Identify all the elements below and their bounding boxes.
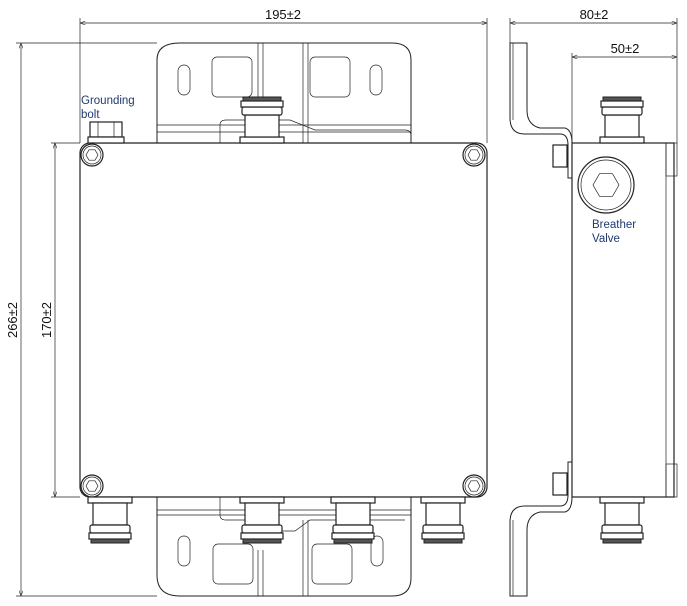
bottom-mounting-bracket (156, 497, 412, 597)
cutout (211, 56, 253, 98)
slot-hole (369, 64, 383, 96)
top-mounting-bracket (156, 42, 412, 143)
bottom-connector-icon (330, 496, 376, 544)
dim-total-height: 266±2 (5, 302, 20, 338)
side-top-connector-icon (599, 96, 645, 144)
side-bottom-connector-icon (599, 496, 645, 544)
grounding-label-line2: bolt (81, 109, 100, 121)
bottom-connector-icon (420, 496, 466, 544)
side-bolt-icon (552, 144, 568, 168)
corner-bolt-icon (462, 474, 486, 498)
dim-body-height: 170±2 (39, 302, 54, 338)
front-view: Grounding bolt (79, 42, 488, 597)
breather-valve-icon (577, 156, 635, 214)
corner-bolt-icon (80, 143, 104, 167)
enclosure-body (79, 142, 488, 498)
front-dimensions: 195±2 266±2 170±2 (5, 7, 488, 597)
bottom-connector-icon (87, 496, 133, 544)
side-bolt-icon (552, 472, 568, 496)
grounding-label-line1: Grounding (81, 95, 135, 107)
cutout (309, 56, 351, 98)
dim-width: 195±2 (265, 7, 301, 22)
corner-bolt-icon (80, 474, 104, 498)
breather-label-line1: Breather (592, 219, 636, 231)
side-view: Breather Valve (509, 42, 678, 597)
top-connector-icon (239, 96, 285, 144)
bottom-connector-icon (239, 496, 285, 544)
breather-label-line2: Valve (592, 233, 620, 245)
dim-depth-total: 80±2 (580, 7, 609, 22)
side-dimensions: 80±2 50±2 (509, 7, 678, 143)
corner-bolt-icon (462, 143, 486, 167)
dim-depth-body: 50±2 (611, 41, 640, 56)
side-bottom-bracket (509, 461, 573, 597)
slot-hole (177, 64, 191, 96)
grounding-bolt-icon (87, 121, 125, 144)
